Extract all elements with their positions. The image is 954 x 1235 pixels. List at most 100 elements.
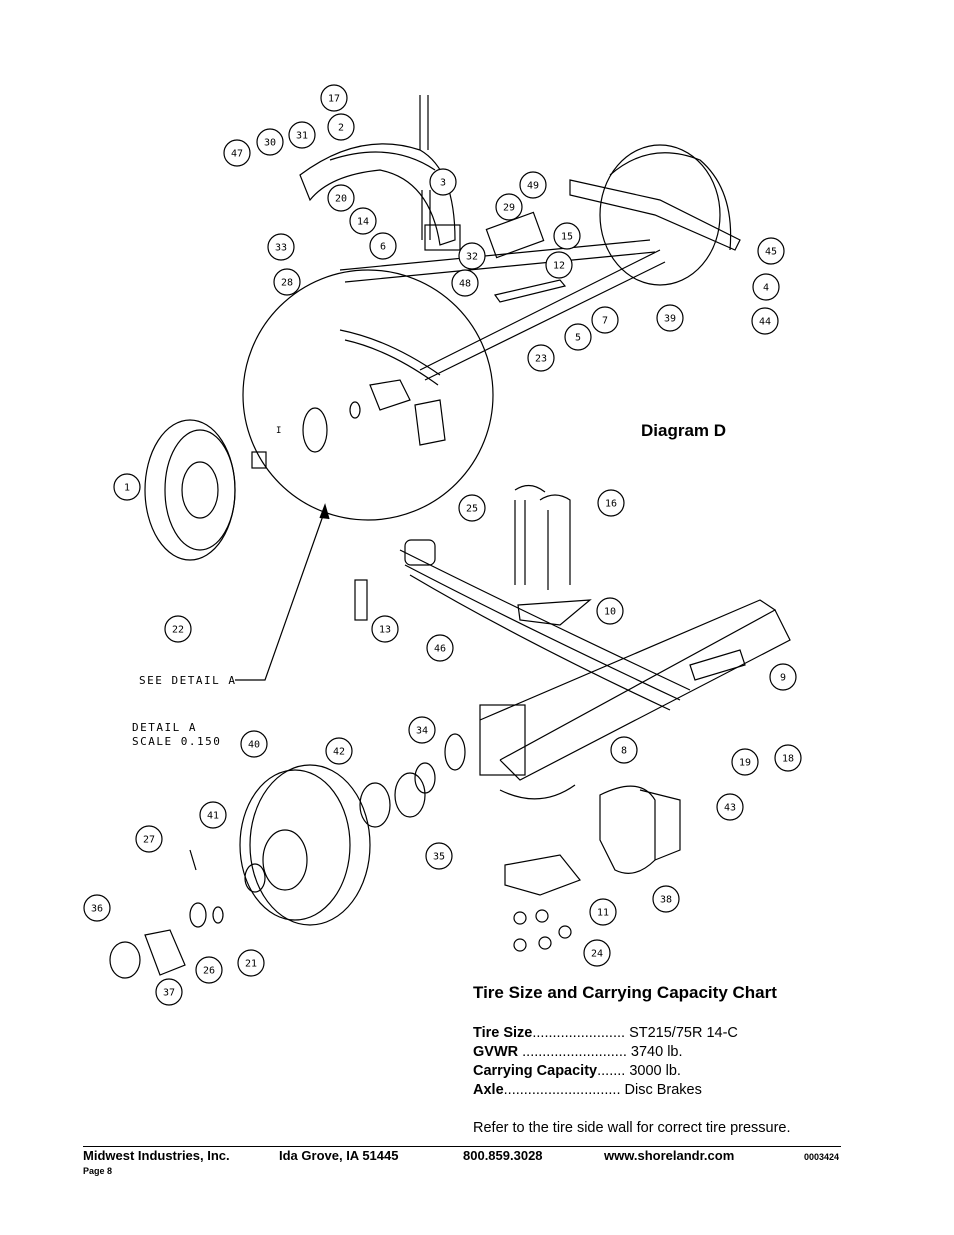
callout-circle — [451, 269, 479, 297]
callout-circle — [327, 184, 355, 212]
callout-number: 9 — [780, 673, 786, 684]
callout-circle — [527, 344, 555, 372]
callout-circle — [545, 251, 573, 279]
spec-row: Tire Size....................... ST215/7… — [473, 1025, 738, 1041]
callout-42: 42 — [325, 737, 353, 765]
callout-circle — [591, 306, 619, 334]
callout-circle — [237, 949, 265, 977]
footer-company: Midwest Industries, Inc. — [83, 1148, 230, 1163]
parts-drawing — [109, 95, 791, 979]
callout-number: 41 — [207, 811, 219, 822]
callout-number: 20 — [335, 194, 347, 205]
callout-48: 48 — [451, 269, 479, 297]
callout-47: 47 — [223, 139, 251, 167]
see-detail-label: SEE DETAIL A — [139, 674, 237, 687]
callout-number: 27 — [143, 835, 155, 846]
callout-15: 15 — [553, 222, 581, 250]
callout-number: 12 — [553, 261, 565, 272]
callout-9: 9 — [769, 663, 797, 691]
callout-circle — [652, 885, 680, 913]
callout-37: 37 — [155, 978, 183, 1006]
callout-circle — [199, 801, 227, 829]
callout-circle — [223, 139, 251, 167]
spec-value: 3000 lb. — [629, 1063, 681, 1079]
callout-13: 13 — [371, 615, 399, 643]
callout-circle — [716, 793, 744, 821]
callout-number: 40 — [248, 740, 260, 751]
callout-number: 19 — [739, 758, 751, 769]
page-number: Page 8 — [83, 1166, 113, 1176]
callout-6: 6 — [369, 232, 397, 260]
callout-23: 23 — [527, 344, 555, 372]
callout-31: 31 — [288, 121, 316, 149]
callout-number: 14 — [357, 217, 369, 228]
footer-location: Ida Grove, IA 51445 — [279, 1148, 399, 1163]
callout-number: 38 — [660, 895, 672, 906]
callout-34: 34 — [408, 716, 436, 744]
callout-circle — [155, 978, 183, 1006]
callout-number: 17 — [328, 94, 340, 105]
callout-5: 5 — [564, 323, 592, 351]
callout-29: 29 — [495, 193, 523, 221]
callout-7: 7 — [591, 306, 619, 334]
callout-30: 30 — [256, 128, 284, 156]
callout-number: 3 — [440, 178, 446, 189]
callout-number: 4 — [763, 283, 769, 294]
callout-number: 39 — [664, 314, 676, 325]
callout-circle — [589, 898, 617, 926]
callout-circle — [596, 597, 624, 625]
callout-24: 24 — [583, 939, 611, 967]
callout-43: 43 — [716, 793, 744, 821]
callout-circle — [774, 744, 802, 772]
callout-16: 16 — [597, 489, 625, 517]
spec-label: GVWR — [473, 1044, 519, 1060]
callout-circle — [752, 273, 780, 301]
callout-circle — [288, 121, 316, 149]
callout-number: 48 — [459, 279, 471, 290]
callout-number: 10 — [604, 607, 616, 618]
callout-number: 35 — [433, 852, 445, 863]
callout-number: 22 — [172, 625, 184, 636]
callout-41: 41 — [199, 801, 227, 829]
callout-33: 33 — [267, 233, 295, 261]
spec-row: Axle............................. Disc B… — [473, 1082, 702, 1098]
callout-number: 26 — [203, 966, 215, 977]
callout-circle — [408, 716, 436, 744]
callout-circle — [267, 233, 295, 261]
callout-circle — [369, 232, 397, 260]
callout-number: 31 — [296, 131, 308, 142]
callout-4: 4 — [752, 273, 780, 301]
callout-number: 32 — [466, 252, 478, 263]
callout-circle — [135, 825, 163, 853]
callout-number: 29 — [503, 203, 515, 214]
callout-17: 17 — [320, 84, 348, 112]
inner-part-label: I — [276, 426, 283, 436]
callout-35: 35 — [425, 842, 453, 870]
callout-number: 42 — [333, 747, 345, 758]
footer-website[interactable]: www.shorelandr.com — [604, 1148, 735, 1163]
callout-number: 24 — [591, 949, 603, 960]
callout-45: 45 — [757, 237, 785, 265]
callout-circle — [656, 304, 684, 332]
callout-19: 19 — [731, 748, 759, 776]
callout-circle — [164, 615, 192, 643]
callout-number: 36 — [91, 904, 103, 915]
spec-label: Tire Size — [473, 1025, 533, 1041]
footer-divider — [83, 1146, 841, 1147]
callout-circle — [256, 128, 284, 156]
callout-number: 2 — [338, 123, 344, 134]
callout-36: 36 — [83, 894, 111, 922]
document-number: 0003424 — [804, 1152, 840, 1162]
callout-circle — [426, 634, 454, 662]
spec-row: Carrying Capacity....... 3000 lb. — [473, 1063, 681, 1079]
callout-49: 49 — [519, 171, 547, 199]
callout-number: 44 — [759, 317, 771, 328]
callout-circle — [564, 323, 592, 351]
callout-number: 23 — [535, 354, 547, 365]
callout-12: 12 — [545, 251, 573, 279]
callout-circle — [610, 736, 638, 764]
callout-circle — [553, 222, 581, 250]
callout-circle — [113, 473, 141, 501]
